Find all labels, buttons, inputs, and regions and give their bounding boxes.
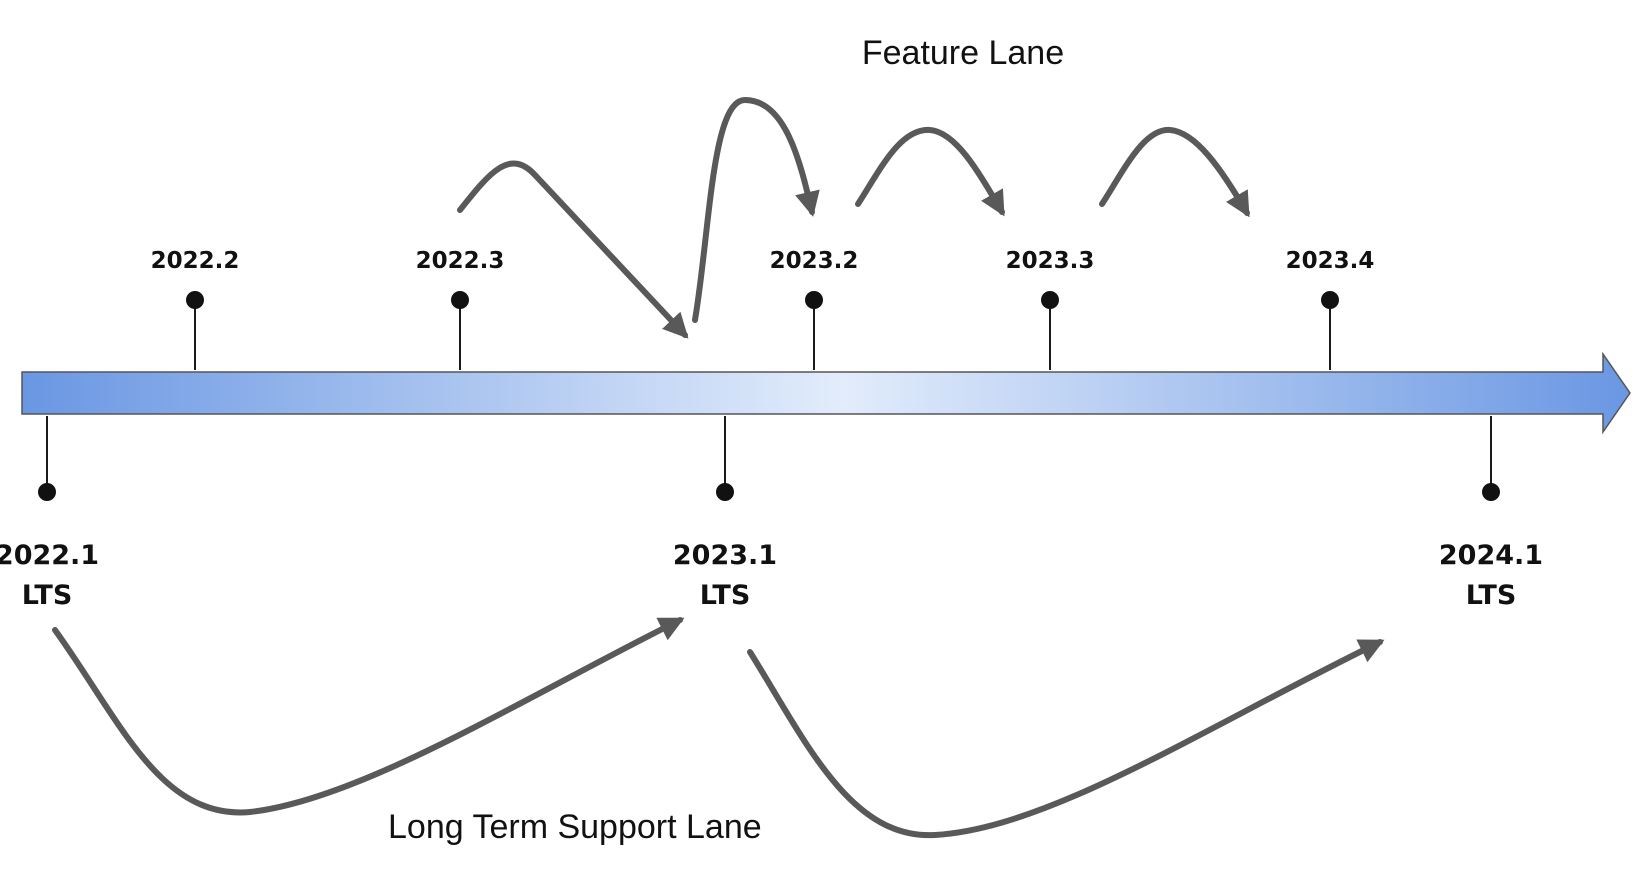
lts-release-2024-1: 2024.1 LTS (1439, 416, 1543, 611)
timeline-arrow (21, 351, 1631, 435)
release-version-label: 2023.4 (1286, 248, 1375, 274)
release-dot (38, 483, 56, 501)
release-version-label: 2023.3 (1006, 248, 1095, 274)
release-dot (186, 291, 204, 309)
feature-release-2022-2: 2022.2 (151, 248, 240, 370)
lts-tag-label: LTS (22, 580, 73, 611)
release-dot (1041, 291, 1059, 309)
release-version-label: 2024.1 (1439, 540, 1543, 571)
feature-hop-arrow (1099, 127, 1250, 218)
release-version-label: 2023.1 (673, 540, 777, 571)
lts-upgrade-arrow (747, 639, 1385, 839)
release-version-label: 2022.2 (151, 248, 240, 274)
feature-release-2023-2: 2023.2 (770, 248, 859, 370)
lts-upgrade-arrow (52, 617, 685, 816)
release-version-label: 2022.1 (0, 540, 99, 571)
feature-hop-arrow (692, 96, 820, 323)
release-dot (1321, 291, 1339, 309)
feature-release-2023-3: 2023.3 (1006, 248, 1095, 370)
feature-hop-arrow (855, 127, 1005, 217)
feature-release-2023-4: 2023.4 (1286, 248, 1375, 370)
release-version-label: 2022.3 (416, 248, 505, 274)
feature-hop-arrow (457, 160, 689, 339)
feature-lane-label: Feature Lane (862, 34, 1064, 72)
release-version-label: 2023.2 (770, 248, 859, 274)
feature-release-2022-3: 2022.3 (416, 248, 505, 370)
release-dot (1482, 483, 1500, 501)
lts-lane-label: Long Term Support Lane (388, 808, 762, 846)
lts-tag-label: LTS (1466, 580, 1517, 611)
lts-release-2022-1: 2022.1 LTS (0, 416, 99, 611)
lts-release-2023-1: 2023.1 LTS (673, 416, 777, 611)
release-dot (805, 291, 823, 309)
release-dot (451, 291, 469, 309)
release-dot (716, 483, 734, 501)
lts-tag-label: LTS (700, 580, 751, 611)
